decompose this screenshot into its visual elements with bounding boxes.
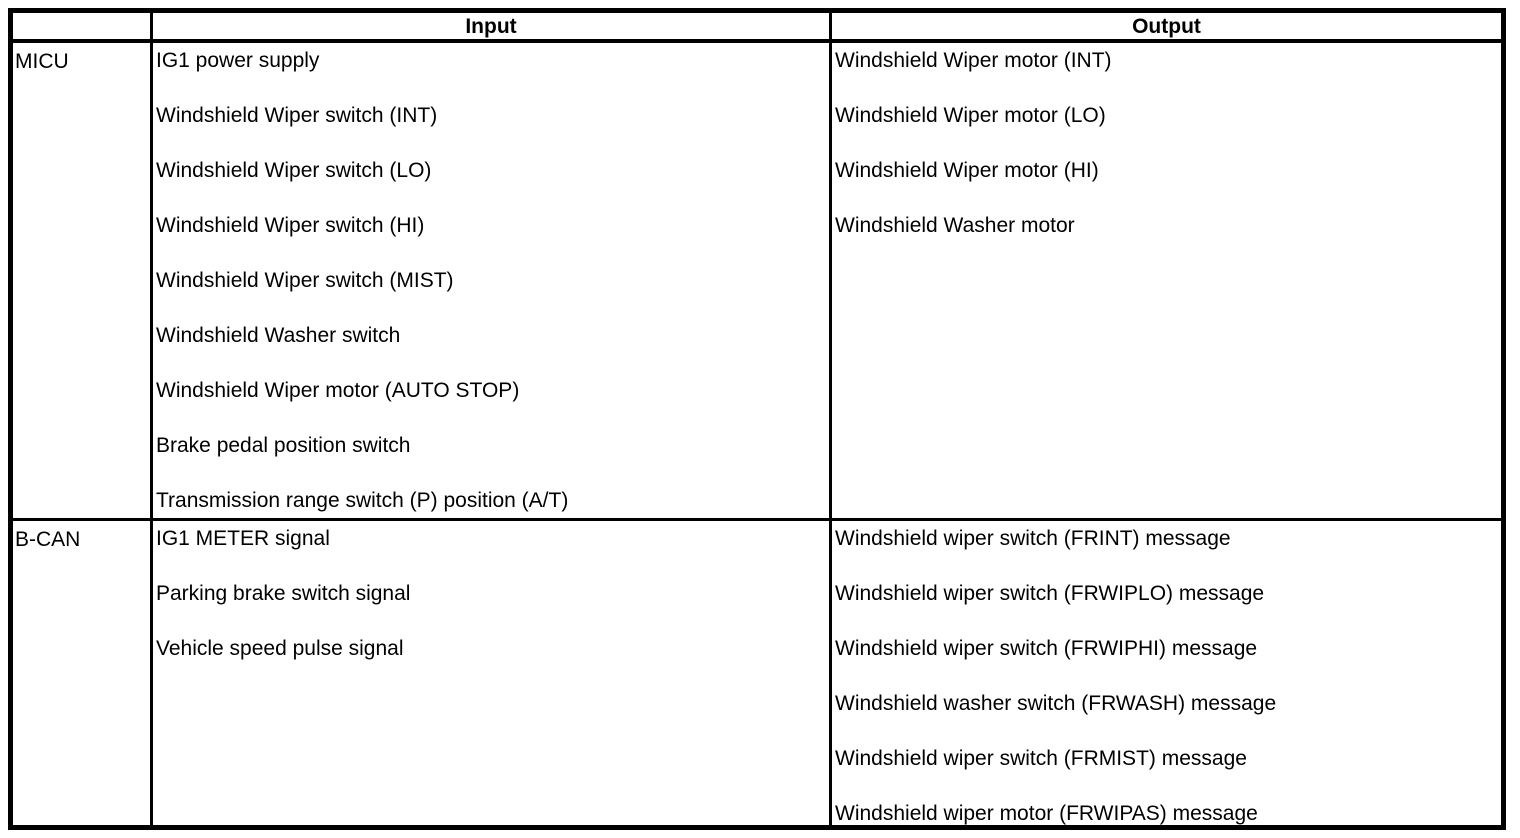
- input-item: Transmission range switch (P) position (…: [156, 489, 569, 512]
- output-item: Windshield wiper switch (FRINT) message: [835, 527, 1231, 550]
- output-item: Windshield wiper switch (FRWIPLO) messag…: [835, 582, 1265, 605]
- input-item: Windshield Wiper switch (INT): [156, 104, 438, 127]
- input-item: Vehicle speed pulse signal: [156, 637, 404, 660]
- output-item: Windshield wiper switch (FRMIST) message: [835, 747, 1247, 770]
- micu-inputs-cell: IG1 power supply Windshield Wiper switch…: [153, 43, 832, 521]
- input-item: Windshield Washer switch: [156, 324, 401, 347]
- output-item: Windshield Wiper motor (HI): [835, 159, 1099, 182]
- output-item: Windshield washer switch (FRWASH) messag…: [835, 692, 1277, 715]
- input-item: Windshield Wiper switch (HI): [156, 214, 425, 237]
- header-corner-cell: [13, 13, 153, 43]
- input-item: Brake pedal position switch: [156, 434, 411, 457]
- header-output: Output: [832, 13, 1501, 43]
- input-item: IG1 power supply: [156, 49, 320, 72]
- row-label-bcan: B-CAN: [13, 521, 153, 825]
- output-item: Windshield wiper motor (FRWIPAS) message: [835, 802, 1258, 825]
- output-item: Windshield Wiper motor (LO): [835, 104, 1106, 127]
- micu-outputs-cell: Windshield Wiper motor (INT) Windshield …: [832, 43, 1501, 521]
- bcan-outputs-cell: Windshield wiper switch (FRINT) message …: [832, 521, 1501, 825]
- input-item: IG1 METER signal: [156, 527, 330, 550]
- input-item: Windshield Wiper switch (MIST): [156, 269, 454, 292]
- wiper-io-table: Input Output MICU IG1 power supply Winds…: [8, 8, 1506, 830]
- bcan-inputs-cell: IG1 METER signal Parking brake switch si…: [153, 521, 832, 825]
- output-item: Windshield Wiper motor (INT): [835, 49, 1112, 72]
- output-item: Windshield Washer motor: [835, 214, 1075, 237]
- input-item: Parking brake switch signal: [156, 582, 411, 605]
- input-item: Windshield Wiper motor (AUTO STOP): [156, 379, 520, 402]
- header-input: Input: [153, 13, 832, 43]
- row-label-micu: MICU: [13, 43, 153, 521]
- input-item: Windshield Wiper switch (LO): [156, 159, 432, 182]
- output-item: Windshield wiper switch (FRWIPHI) messag…: [835, 637, 1258, 660]
